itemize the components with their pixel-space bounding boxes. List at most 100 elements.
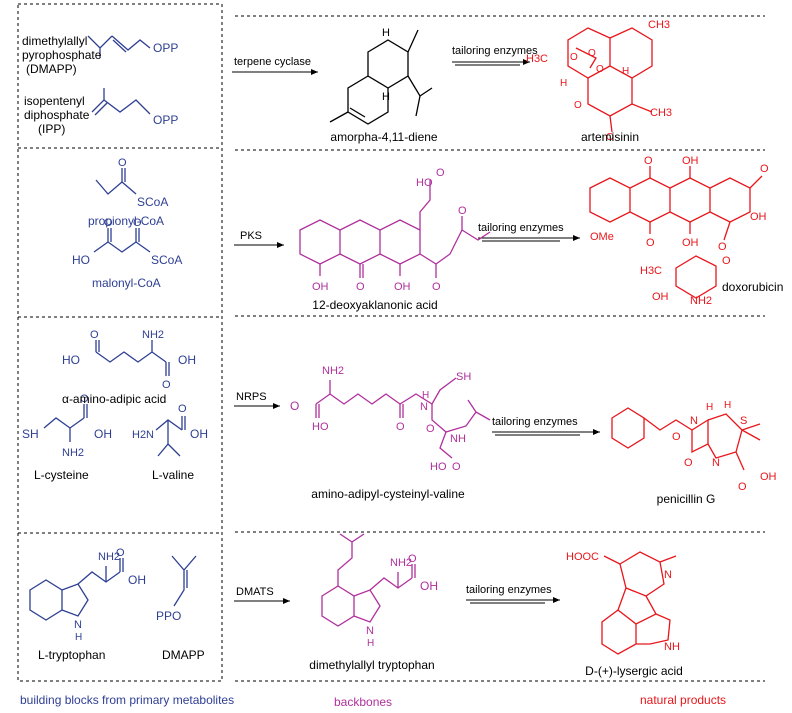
mol-label: O: [458, 205, 467, 217]
valine-name: L-valine: [152, 468, 195, 482]
footer-backbones: backbones: [334, 695, 393, 709]
amorphadiene-structure: H H: [329, 27, 433, 125]
mol-label: O: [588, 48, 596, 59]
backbone-name-dimethylallyl-tryptophan: dimethylallyl tryptophan: [309, 658, 435, 672]
mol-label: O: [684, 457, 693, 469]
ipp-structure: OPP: [91, 88, 178, 127]
lysergic-acid-structure: HOOC N NH: [566, 551, 680, 655]
mol-label: NH2: [690, 295, 712, 307]
mol-label: O: [133, 217, 142, 229]
dimethylallyl-tryptophan-structure: NH2 O OH N H: [321, 533, 438, 649]
tailoring-label-row3: tailoring enzymes: [492, 416, 578, 428]
mol-label: O: [760, 163, 769, 175]
mol-label: O: [162, 379, 171, 391]
mol-label: H: [622, 66, 629, 77]
mol-label: OH: [190, 427, 208, 441]
mol-label: HOOC: [566, 551, 599, 563]
mol-label: O: [718, 241, 727, 253]
mol-label: OH: [178, 353, 196, 367]
mol-label: HO: [416, 177, 433, 189]
doxorubicin-structure: O OH O OH OMe O OH O H3C O OH NH2: [589, 155, 769, 307]
mol-label: O: [452, 461, 461, 473]
mol-label: OH: [682, 155, 699, 167]
tryptophan-name: L-tryptophan: [38, 648, 106, 662]
mol-label: SCoA: [137, 195, 168, 209]
mol-label: O: [432, 281, 441, 293]
footer-building-blocks: building blocks from primary metabolites: [20, 693, 235, 707]
mol-label: O: [436, 167, 445, 179]
mol-label: O: [738, 481, 747, 493]
mol-label: OH: [652, 291, 669, 303]
mol-label: PPO: [156, 609, 181, 623]
mol-label: H: [706, 402, 713, 413]
mol-label: H2N: [132, 429, 154, 441]
mol-label: O: [646, 237, 655, 249]
mol-label: N: [690, 415, 698, 427]
mol-label: O: [116, 547, 125, 559]
mol-label: N: [664, 569, 672, 581]
cysteine-name: L-cysteine: [34, 468, 89, 482]
backbone-name-acv: amino-adipyl-cysteinyl-valine: [311, 487, 465, 501]
mol-label: HO: [430, 461, 447, 473]
mol-label: O: [606, 132, 614, 143]
mol-label: O: [104, 217, 113, 229]
mol-label: HO: [72, 253, 90, 267]
mol-label: SCoA: [151, 253, 182, 267]
mol-label: HO: [62, 353, 80, 367]
mol-label: H3C: [640, 265, 662, 277]
mol-label: O: [80, 393, 89, 405]
mol-label: NH: [450, 433, 466, 445]
mol-label: OMe: [590, 231, 614, 243]
penicillin-g-structure: O H N H S N O O OH: [611, 400, 777, 493]
mol-label: OPP: [153, 41, 178, 55]
propionyl-coa-structure: O SCoA: [95, 157, 168, 209]
mol-label: OH: [312, 281, 329, 293]
aminoadipic-acid-name: α-amino-adipic acid: [62, 392, 167, 406]
enzyme-nrps: NRPS: [236, 391, 267, 403]
mol-label: O: [356, 281, 365, 293]
aminoadipic-acid-structure: NH2 HO O OH O: [62, 329, 196, 391]
mol-label: N: [420, 401, 428, 413]
mol-label: OH: [420, 579, 438, 593]
dmapp-name-line3: (DMAPP): [26, 62, 77, 76]
footer-natural-products: natural products: [640, 693, 727, 707]
mol-label: O: [290, 399, 299, 413]
malonyl-coa-name: malonyl-CoA: [92, 276, 161, 290]
mol-label: NH2: [98, 551, 120, 563]
mol-label: O: [722, 255, 731, 267]
valine-structure: H2N O OH: [132, 403, 208, 457]
ipp-name-line3: (IPP): [38, 122, 66, 136]
mol-label: H: [724, 400, 731, 411]
mol-label: OH: [94, 427, 112, 441]
enzyme-terpene-cyclase: terpene cyclase: [234, 56, 312, 68]
mol-label: O: [574, 100, 582, 111]
dmapp-name-line1: dimethylallyl: [22, 34, 88, 48]
mol-label: O: [672, 431, 681, 443]
mol-label: H: [367, 638, 374, 649]
mol-label: HO: [312, 421, 329, 433]
mol-label: NH: [664, 641, 680, 653]
mol-label: OH: [760, 471, 777, 483]
mol-label: OH: [128, 573, 146, 587]
dmapp-name-row4: DMAPP: [162, 648, 205, 662]
mol-label: NH2: [62, 447, 84, 459]
mol-label: O: [570, 52, 578, 63]
mol-label: CH3: [648, 19, 670, 31]
mol-label: O: [408, 553, 417, 565]
mol-label: H: [382, 27, 390, 39]
malonyl-coa-structure: O O HO SCoA: [72, 217, 182, 267]
deoxyaklanonic-acid-structure: HO O O O OH O OH: [299, 167, 491, 293]
dmapp-name-line2: pyrophosphate: [22, 48, 102, 62]
mol-label: NH2: [390, 557, 412, 569]
mol-label: H3C: [526, 53, 548, 65]
mol-label: N: [712, 457, 720, 469]
mol-label: SH: [456, 371, 471, 383]
mol-label: OH: [394, 281, 411, 293]
product-name-penicillin-g: penicillin G: [656, 492, 716, 506]
mol-label: NH2: [322, 365, 344, 377]
reaction-arrows: [232, 59, 600, 604]
product-name-lysergic-acid: D-(+)-lysergic acid: [585, 664, 683, 678]
backbone-name-deoxyaklanonic-acid: 12-deoxyaklanonic acid: [312, 298, 438, 312]
mol-label: OPP: [153, 113, 178, 127]
